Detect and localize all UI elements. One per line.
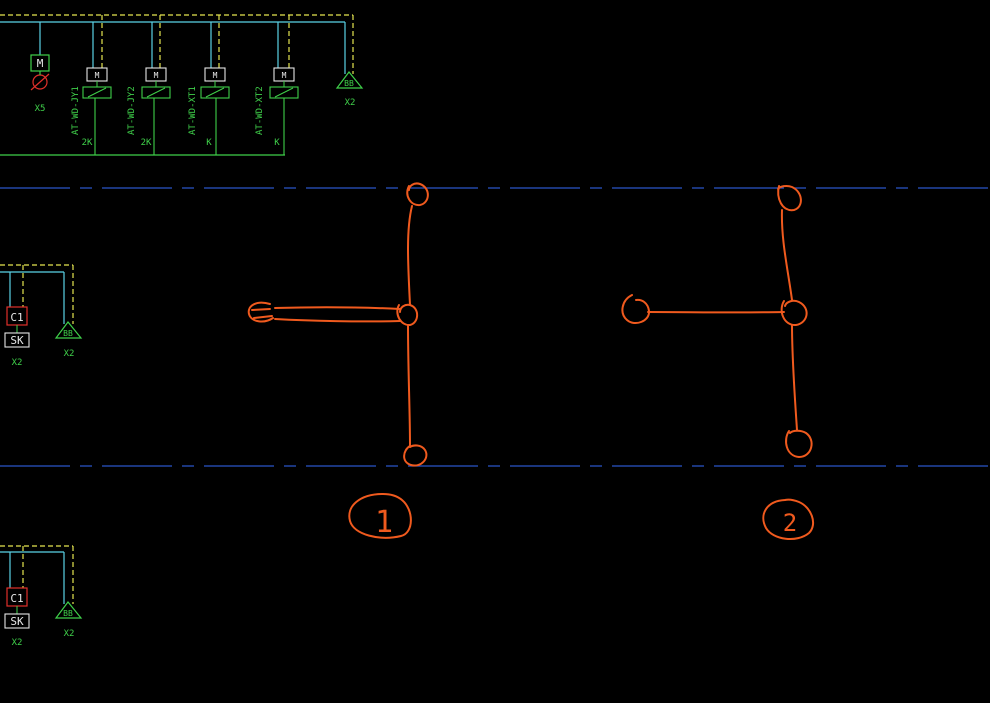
actuator-3-sub: K	[206, 138, 212, 148]
actuator-1[interactable]: M AT-WD-JY1 2K	[71, 67, 112, 155]
sketch-label-2: 2	[762, 498, 814, 540]
sketch-layout-1	[247, 182, 429, 467]
bottom-sk-label: SK	[10, 615, 24, 628]
actuator-2-sub: 2K	[141, 138, 152, 148]
sketch-label-2-text: 2	[783, 509, 797, 537]
actuator-4[interactable]: M AT-WD-XT2 K	[255, 67, 299, 155]
actuator-2-box: M	[154, 71, 159, 80]
actuator-1-box: M	[95, 71, 100, 80]
actuator-2[interactable]: M AT-WD-JY2 2K	[127, 67, 171, 155]
mid-c1-label: C1	[10, 311, 23, 324]
top-bus-tag: X2	[345, 98, 356, 108]
sketch-layout-2	[621, 184, 813, 458]
actuator-4-sub: K	[274, 138, 280, 148]
bottom-panel: C1 SK X2 BB X2	[0, 545, 83, 648]
mid-c1-symbol[interactable]: C1 SK X2	[4, 306, 30, 368]
actuator-1-tag: AT-WD-JY1	[71, 86, 81, 135]
motor-tag: X5	[35, 104, 46, 114]
top-panel: M X5 M AT-WD-JY1 2K M AT-WD-JY2 2K	[0, 14, 364, 156]
actuator-3-box: M	[213, 71, 218, 80]
mid-bus-box: BB	[63, 329, 73, 338]
mid-panel: C1 SK X2 BB X2	[0, 264, 83, 368]
bottom-bus-tag: X2	[64, 629, 75, 639]
mid-sk-label: SK	[10, 334, 24, 347]
mid-tag-left: X2	[12, 358, 23, 368]
bottom-tag-left: X2	[12, 638, 23, 648]
motor-symbol[interactable]: M X5	[30, 54, 50, 114]
top-bus-symbol[interactable]: BB X2	[335, 71, 364, 108]
actuator-4-tag: AT-WD-XT2	[255, 86, 265, 135]
actuator-4-box: M	[282, 71, 287, 80]
actuator-3[interactable]: M AT-WD-XT1 K	[188, 67, 230, 155]
top-bus-box: BB	[344, 79, 354, 88]
actuator-3-tag: AT-WD-XT1	[188, 86, 198, 135]
sketch-label-1-text: 1	[375, 505, 393, 540]
mid-bus-tag: X2	[64, 349, 75, 359]
sketch-label-1: 1	[348, 493, 412, 540]
bottom-bus-symbol[interactable]: BB X2	[54, 601, 83, 639]
motor-label: M	[37, 57, 44, 70]
bottom-c1-label: C1	[10, 592, 23, 605]
actuator-2-tag: AT-WD-JY2	[127, 86, 137, 135]
actuator-1-sub: 2K	[82, 138, 93, 148]
mid-bus-symbol[interactable]: BB X2	[54, 321, 83, 359]
bottom-bus-box: BB	[63, 609, 73, 618]
bottom-c1-symbol[interactable]: C1 SK X2	[4, 587, 30, 648]
